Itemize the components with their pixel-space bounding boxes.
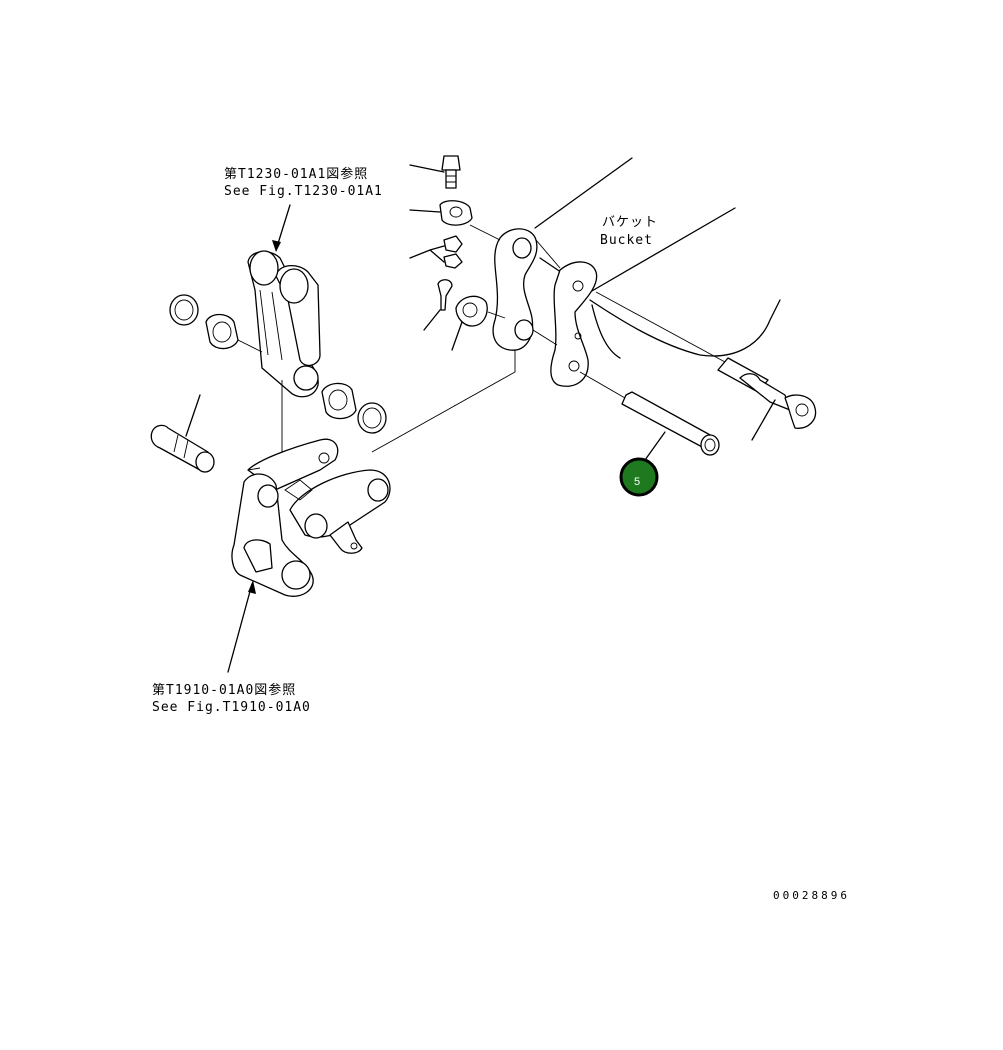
seal-and-bushing-left [169,294,263,353]
balloon-number: 5 [634,476,640,488]
reference-arrow-top [272,204,291,252]
lower-link-assembly [231,438,391,597]
bucket-label-en: Bucket [600,233,653,248]
upper-link-assembly [247,250,321,475]
ref-top-jp: 第T1230-01A1図参照 [224,166,368,182]
ref-bottom-jp: 第T1910-01A0図参照 [152,682,296,698]
ref-top-en: See Fig.T1230-01A1 [224,184,383,199]
arm-link-plate [371,228,561,453]
part-balloon-5[interactable]: 5 [619,457,659,497]
drawing-number: 00028896 [773,889,850,902]
ref-bottom-en: See Fig.T1910-01A0 [152,700,311,715]
left-pin [150,394,215,473]
seal-and-bushing-right [321,382,387,434]
right-pin [595,291,817,441]
balloon-circle[interactable] [619,457,659,497]
bucket-bracket [550,261,598,387]
bolt-stack [409,155,506,351]
bucket-label-jp: バケット [602,215,658,230]
reference-arrow-bottom [227,580,256,673]
bucket-pin-item-5 [579,371,720,461]
